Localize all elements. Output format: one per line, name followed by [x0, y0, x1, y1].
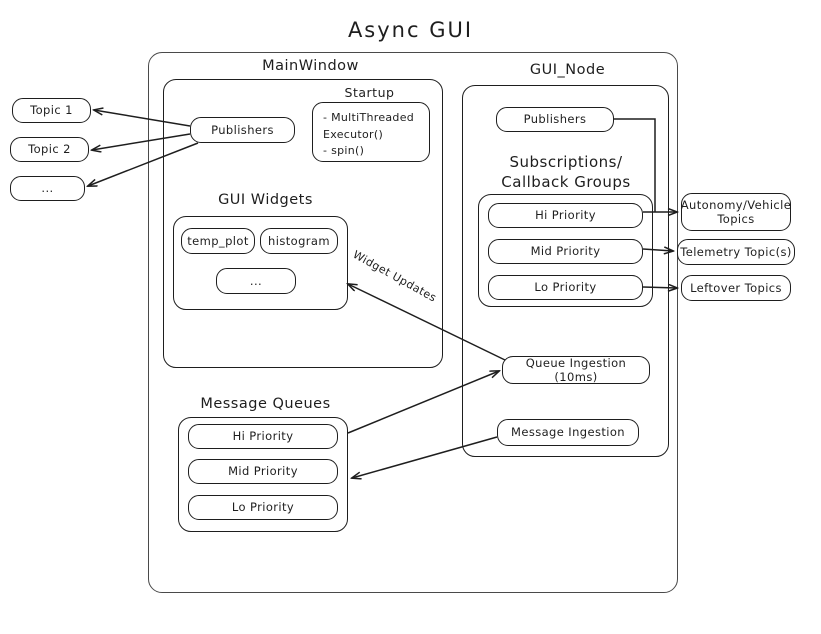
gui-widgets-title: GUI Widgets — [218, 192, 313, 208]
system-container — [148, 52, 678, 593]
message-queues-title: Message Queues — [200, 396, 331, 412]
widget-temp-plot[interactable]: temp_plot — [181, 228, 255, 254]
queue-ingestion-box[interactable]: Queue Ingestion (10ms) — [502, 356, 650, 384]
widget-histogram[interactable]: histogram — [260, 228, 338, 254]
mainwindow-title: MainWindow — [262, 58, 359, 74]
subscription-lo-priority[interactable]: Lo Priority — [488, 275, 643, 300]
external-topic-telemetry[interactable]: Telemetry Topic(s) — [677, 239, 795, 265]
queue-lo-priority[interactable]: Lo Priority — [188, 495, 338, 520]
widget-more[interactable]: ... — [216, 268, 296, 294]
queue-mid-priority[interactable]: Mid Priority — [188, 459, 338, 484]
external-topic-2[interactable]: Topic 2 — [10, 137, 89, 162]
subscription-hi-priority[interactable]: Hi Priority — [488, 203, 643, 228]
external-topic-autonomy-vehicle[interactable]: Autonomy/Vehicle Topics — [681, 193, 791, 231]
queue-hi-priority[interactable]: Hi Priority — [188, 424, 338, 449]
gui-node-title: GUI_Node — [529, 62, 606, 78]
gui-node-publishers-box[interactable]: Publishers — [496, 107, 614, 132]
startup-box[interactable]: - MultiThreaded Executor() - spin() — [312, 102, 430, 162]
external-topic-more[interactable]: ... — [10, 176, 85, 201]
page-title: Async GUI — [347, 18, 474, 42]
mainwindow-publishers-box[interactable]: Publishers — [190, 117, 295, 143]
external-topic-leftover[interactable]: Leftover Topics — [681, 275, 791, 301]
subscription-mid-priority[interactable]: Mid Priority — [488, 239, 643, 264]
external-topic-1[interactable]: Topic 1 — [12, 98, 91, 123]
message-ingestion-box[interactable]: Message Ingestion — [497, 419, 639, 446]
subscriptions-title: Subscriptions/ Callback Groups — [501, 153, 631, 192]
startup-title: Startup — [344, 85, 395, 100]
